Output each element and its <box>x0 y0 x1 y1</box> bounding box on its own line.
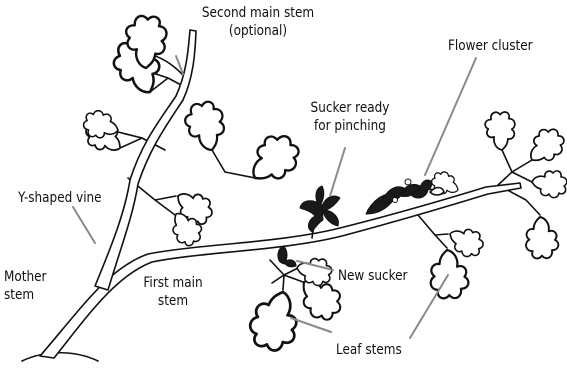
label-mother-stem-line1: Mother <box>4 268 46 286</box>
label-mother-stem: Mother stem <box>4 268 46 304</box>
leader-flower-cluster <box>425 58 476 175</box>
label-second-main-stem: Second main stem (optional) <box>189 4 327 40</box>
leader-sucker-ready <box>330 148 345 196</box>
label-first-main-stem-line2: stem <box>126 292 221 310</box>
label-sucker-ready-line2: for pinching <box>303 117 398 135</box>
label-first-main-stem: First main stem <box>126 274 221 310</box>
label-second-main-stem-line2: (optional) <box>189 22 327 40</box>
ground-line <box>22 353 98 361</box>
label-second-main-stem-line1: Second main stem <box>189 4 327 22</box>
label-first-main-stem-line1: First main <box>126 274 221 292</box>
leader-y-shaped-vine <box>73 207 95 243</box>
label-leaf-stems: Leaf stems <box>336 341 402 359</box>
label-sucker-ready: Sucker ready for pinching <box>303 99 398 135</box>
new-sucker-shape <box>278 246 296 267</box>
label-flower-cluster: Flower cluster <box>448 37 533 55</box>
label-sucker-ready-line1: Sucker ready <box>303 99 398 117</box>
label-new-sucker: New sucker <box>338 267 408 285</box>
label-y-shaped-vine: Y-shaped vine <box>18 189 102 207</box>
label-mother-stem-line2: stem <box>4 286 46 304</box>
leader-leaf-stems-2 <box>410 275 448 338</box>
